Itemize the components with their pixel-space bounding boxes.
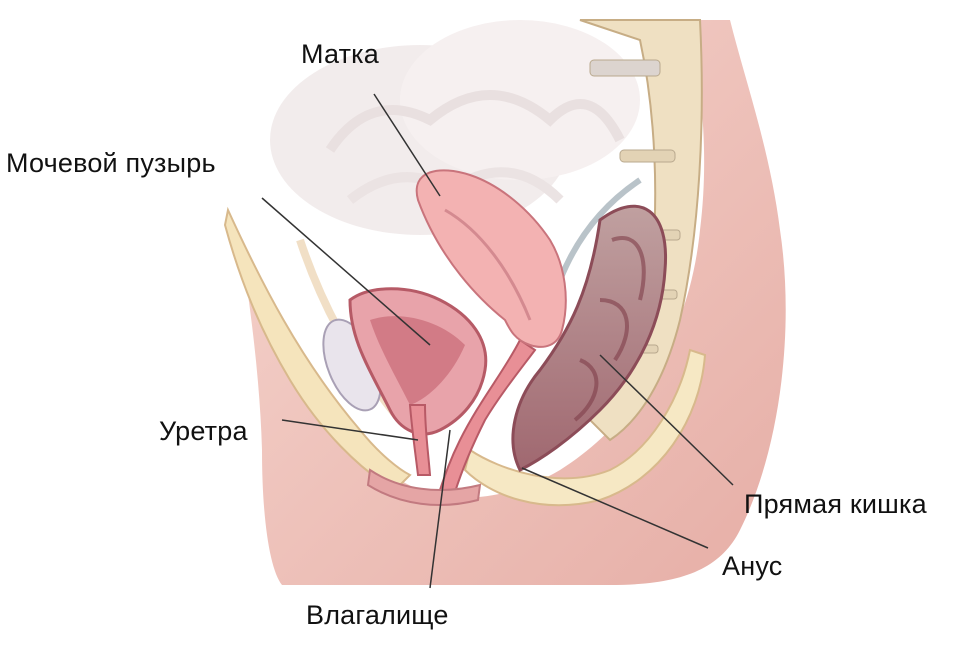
- label-uterus: Матка: [301, 41, 379, 68]
- label-vagina: Влагалище: [306, 602, 449, 629]
- label-urethra: Уретра: [159, 418, 248, 445]
- label-anus: Анус: [722, 553, 782, 580]
- label-rectum: Прямая кишка: [744, 491, 927, 518]
- label-bladder: Мочевой пузырь: [6, 150, 216, 177]
